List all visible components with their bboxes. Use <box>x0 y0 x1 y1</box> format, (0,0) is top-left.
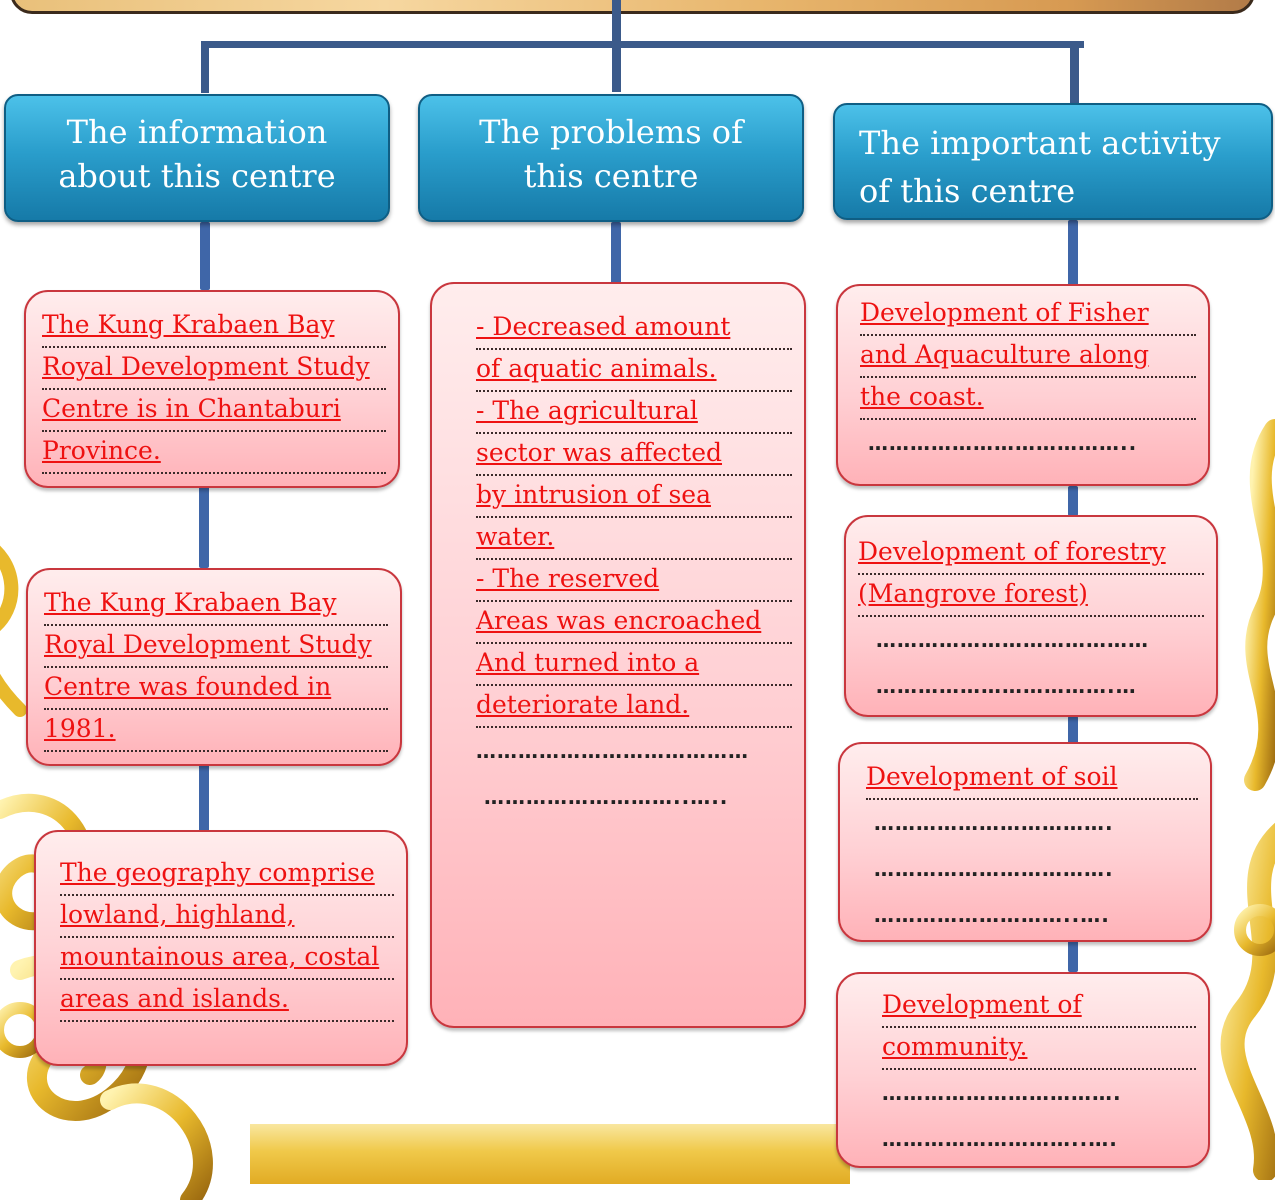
box-text-line: Centre is in Chantaburi <box>42 390 386 432</box>
box-text-line: of aquatic animals. <box>476 350 792 392</box>
blank-line: …………………………….… <box>876 674 1137 698</box>
box-text-line: mountainous area, costal <box>60 938 394 980</box>
box-text-line: (Mangrove forest) <box>858 575 1204 617</box>
gold-ornament-left-mid-icon <box>0 545 27 717</box>
blank-line: ………………………………… <box>476 739 749 763</box>
connector-stub <box>199 486 209 568</box>
box-text-line: community. <box>882 1028 1196 1070</box>
blank-line: ……………………………….. <box>868 431 1138 455</box>
blank-line: ………………………..…. <box>874 903 1110 927</box>
connector-stub <box>1068 486 1078 516</box>
header-line: of this centre <box>859 172 1076 210</box>
connector-stub <box>611 222 621 284</box>
box-text-line: Province. <box>42 432 386 474</box>
info-box-geography: The geography comprise lowland, highland… <box>34 830 408 1066</box>
box-text-line: Development of forestry <box>858 533 1204 575</box>
problems-box: - Decreased amount of aquatic animals. -… <box>430 282 806 1028</box>
activity-box-forestry: Development of forestry (Mangrove forest… <box>844 515 1218 717</box>
box-text-line: Royal Development Study <box>42 348 386 390</box>
box-text-line: - The reserved <box>476 560 792 602</box>
box-text-line: deteriorate land. <box>476 686 792 728</box>
box-text-line: by intrusion of sea <box>476 476 792 518</box>
box-text-line: the coast. <box>860 378 1196 420</box>
info-box-founded: The Kung Krabaen Bay Royal Development S… <box>26 568 402 766</box>
box-text-line: Development of soil <box>866 758 1198 800</box>
activity-box-fisheries: Development of Fisher and Aquaculture al… <box>836 284 1210 486</box>
blank-line: ………………………………… <box>876 628 1149 652</box>
box-text-line: - Decreased amount <box>476 308 792 350</box>
box-text-line: And turned into a <box>476 644 792 686</box>
header-line: The problems of <box>479 113 743 151</box>
header-line: The information <box>66 113 328 151</box>
connector-horizontal <box>201 41 1084 48</box>
header-information: The information about this centre <box>4 94 390 222</box>
box-text-line: Royal Development Study <box>44 626 388 668</box>
box-text-line: Development of Fisher <box>860 294 1196 336</box>
header-line: about this centre <box>58 157 336 195</box>
blank-line: ………………………..….. <box>484 785 729 809</box>
connector-stub <box>1068 220 1078 286</box>
box-text-line: - The agricultural <box>476 392 792 434</box>
header-problems: The problems of this centre <box>418 94 804 222</box>
box-text-line: Development of <box>882 986 1196 1028</box>
connector-stub <box>199 764 209 832</box>
box-text-line: sector was affected <box>476 434 792 476</box>
blank-line: ……………………………. <box>874 857 1114 881</box>
blank-line: ……………………………. <box>882 1081 1122 1105</box>
top-banner-decoration <box>10 0 1255 14</box>
connector-stub <box>1068 716 1078 744</box>
box-text-line: Areas was encroached <box>476 602 792 644</box>
connector-drop-left <box>201 41 209 93</box>
blank-line: ………………………..…. <box>882 1127 1118 1151</box>
box-text-line: areas and islands. <box>60 980 394 1022</box>
box-text-line: 1981. <box>44 710 388 752</box>
bottom-gold-band <box>250 1124 850 1184</box>
connector-stub <box>200 222 210 290</box>
header-line: this centre <box>523 157 699 195</box>
box-text-line: lowland, highland, <box>60 896 394 938</box>
header-activity: The important activity of this centre <box>833 103 1273 220</box>
connector-drop-right <box>1070 41 1079 105</box>
activity-box-community: Development of community. ……………………………. …… <box>836 972 1210 1168</box>
blank-line: ……………………………. <box>874 811 1114 835</box>
box-text-line: water. <box>476 518 792 560</box>
activity-box-soil: Development of soil ……………………………. …………………… <box>838 742 1212 942</box>
box-text-line: The geography comprise <box>60 854 394 896</box>
header-line: The important activity <box>859 124 1221 162</box>
box-text-line: and Aquaculture along <box>860 336 1196 378</box>
box-text-line: Centre was founded in <box>44 668 388 710</box>
info-box-location: The Kung Krabaen Bay Royal Development S… <box>24 290 400 488</box>
box-text-line: The Kung Krabaen Bay <box>44 584 388 626</box>
connector-stub <box>1068 940 1078 972</box>
box-text-line: The Kung Krabaen Bay <box>42 306 386 348</box>
gold-ornament-right-icon <box>1220 419 1275 1180</box>
